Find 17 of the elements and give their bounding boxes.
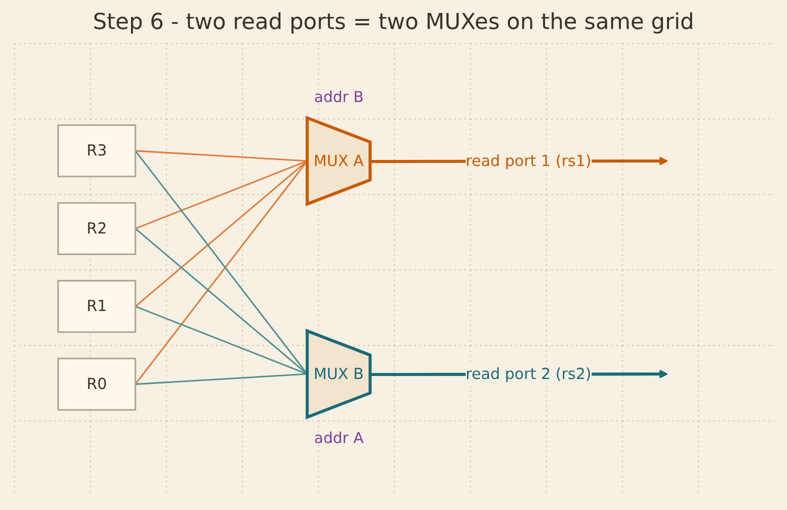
node-box: R1 bbox=[57, 280, 136, 333]
select-label: addr B bbox=[314, 88, 364, 106]
connector bbox=[134, 228, 308, 375]
node-box: MUX A bbox=[306, 116, 372, 206]
edge-label: read port 1 (rs1) bbox=[466, 152, 592, 170]
node-box: R3 bbox=[57, 124, 136, 178]
node-box: R2 bbox=[57, 202, 136, 256]
connector bbox=[135, 160, 308, 230]
edge-label: read port 2 (rs2) bbox=[466, 364, 592, 383]
title: Step 6 - two read ports = two MUXes on the same grid bbox=[92, 10, 694, 35]
connector bbox=[135, 150, 308, 162]
node-box: R0 bbox=[57, 358, 136, 411]
connector bbox=[135, 373, 308, 385]
select-label: addr A bbox=[314, 429, 364, 448]
connector bbox=[134, 160, 308, 307]
connector bbox=[135, 306, 308, 375]
node-box: MUX B bbox=[306, 328, 372, 420]
